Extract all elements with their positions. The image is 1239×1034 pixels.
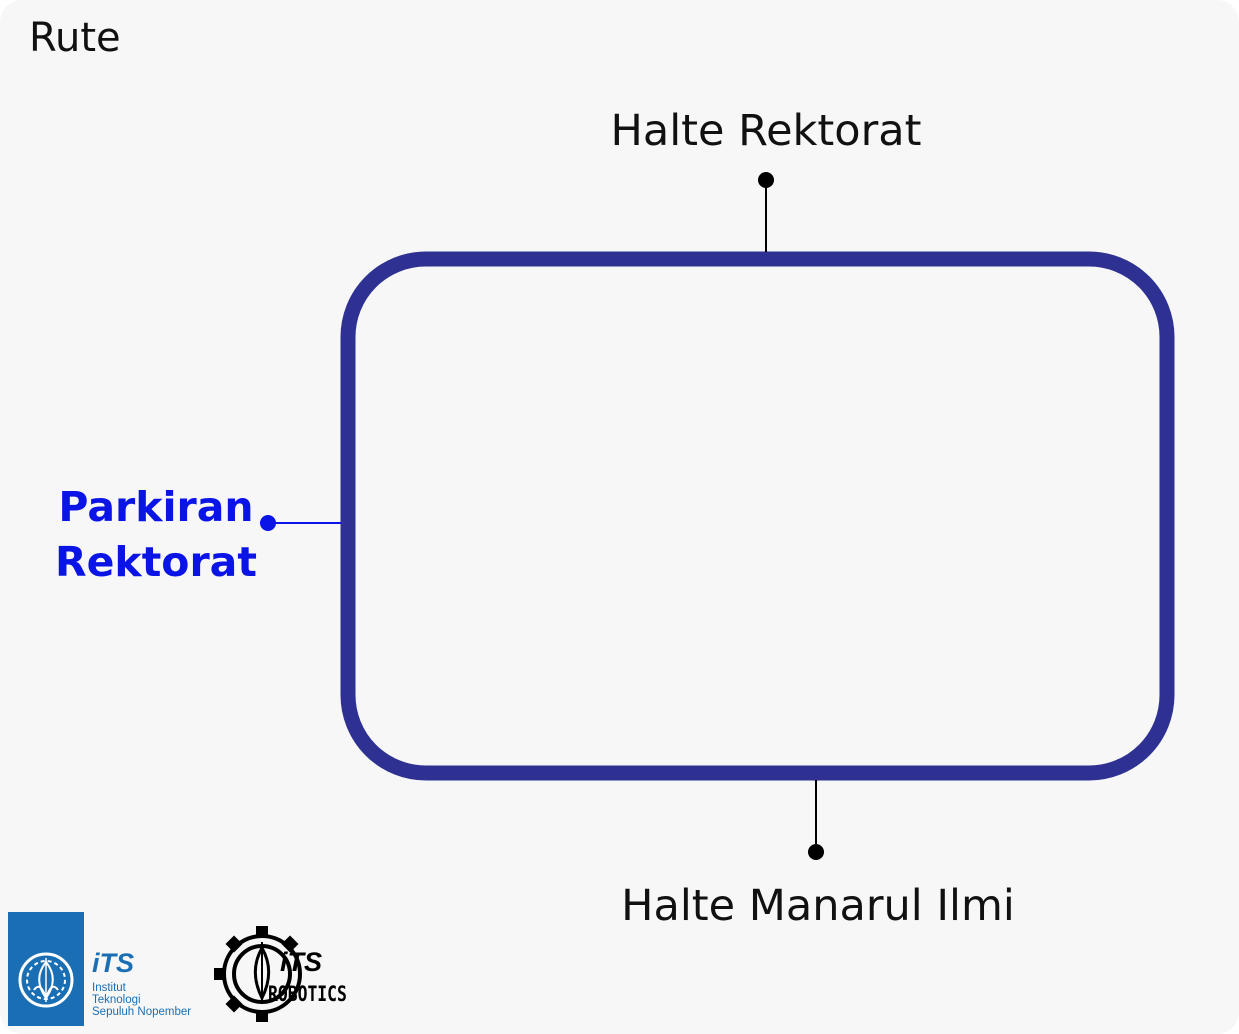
stop-marker-parkiran-rektorat[interactable] [260,515,276,531]
robotics-wordmark: iTS [280,947,323,977]
stop-label-halte-manarul-ilmi[interactable]: Halte Manarul Ilmi [621,881,1015,931]
stop-marker-halte-manarul-ilmi[interactable] [808,844,824,860]
stop-label-parkiran-rektorat[interactable]: Parkiran Rektorat [55,483,257,586]
panel-title: Rute [29,15,121,61]
its-logo: iTS Institut Teknologi Sepuluh Nopember [8,910,198,1028]
its-emblem-icon [8,912,84,1026]
its-robotics-logo: iTS ROBOTICS [210,918,347,1028]
its-wordmark: iTS [92,948,135,978]
its-name-line-2: Teknologi [92,994,141,1006]
route-loop [340,251,1175,781]
stop-marker-halte-rektorat[interactable] [758,172,774,188]
its-name-line-1: Institut [92,982,126,994]
robotics-word: ROBOTICS [268,982,347,1006]
stop-label-halte-rektorat[interactable]: Halte Rektorat [610,106,922,156]
its-name-line-3: Sepuluh Nopember [92,1006,192,1018]
gear-icon [214,926,302,1022]
